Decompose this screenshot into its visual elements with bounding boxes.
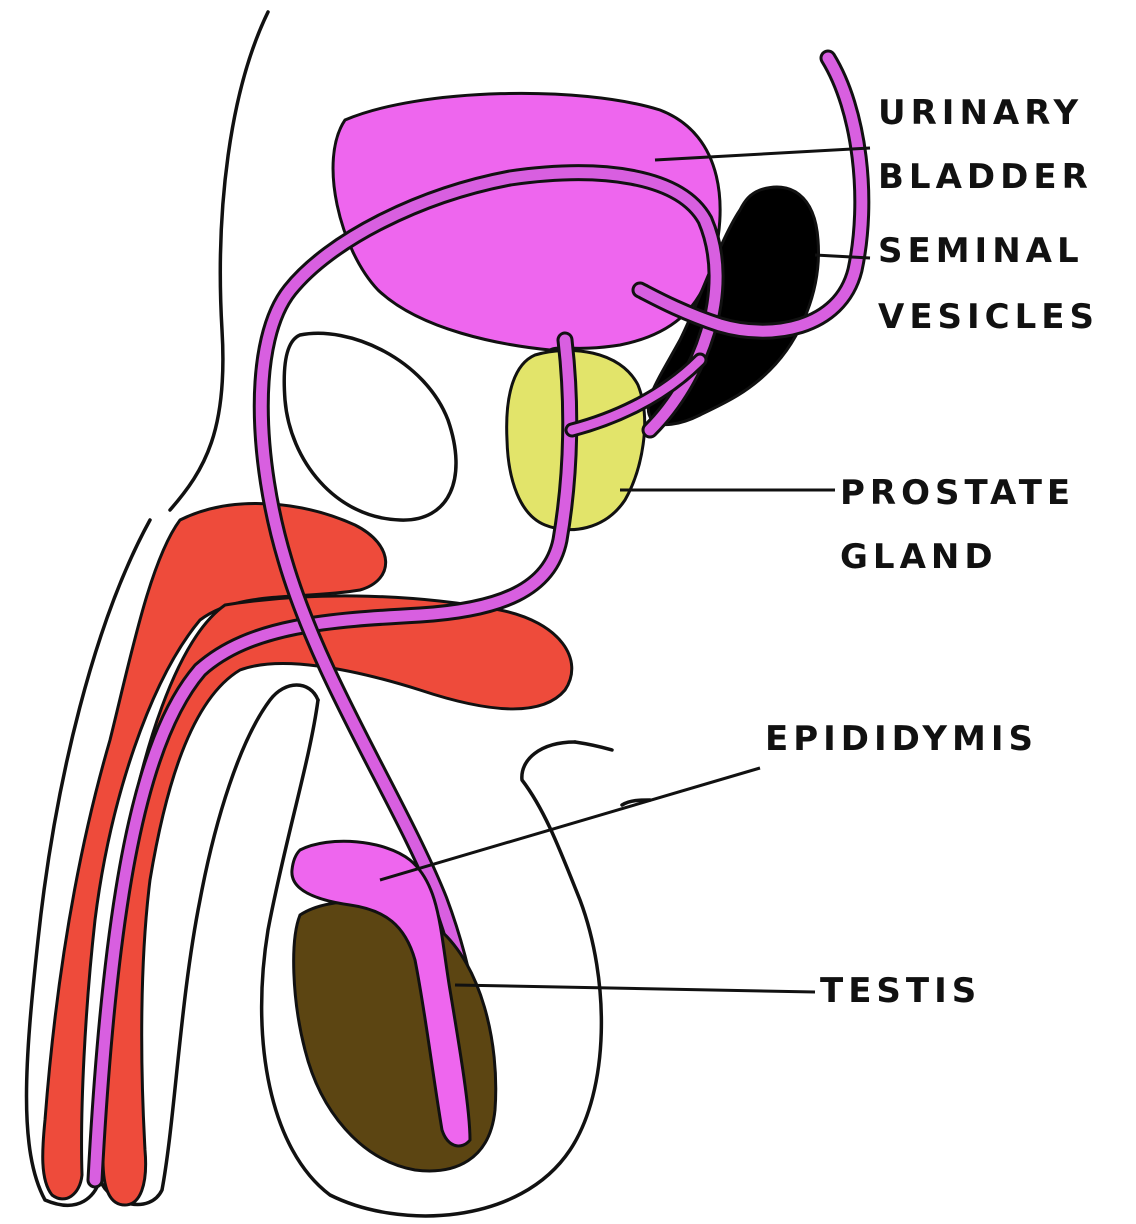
body-front-outline bbox=[575, 742, 612, 750]
label-urinary-bladder-line2: BLADDER bbox=[878, 160, 1093, 194]
label-prostate-gland-line1: PROSTATE bbox=[840, 476, 1075, 510]
label-epididymis: EPIDIDYMIS bbox=[765, 722, 1038, 756]
label-prostate-gland-line2: GLAND bbox=[840, 540, 998, 574]
label-testis: TESTIS bbox=[820, 974, 981, 1008]
leader-epididymis bbox=[380, 768, 760, 880]
label-urinary-bladder-line1: URINARY bbox=[878, 96, 1083, 130]
label-seminal-vesicles-line1: SEMINAL bbox=[878, 234, 1084, 268]
label-seminal-vesicles-line2: VESICLES bbox=[878, 300, 1099, 334]
body-outline bbox=[170, 12, 268, 510]
pubic-bone bbox=[284, 333, 456, 520]
leader-testis bbox=[455, 985, 815, 992]
